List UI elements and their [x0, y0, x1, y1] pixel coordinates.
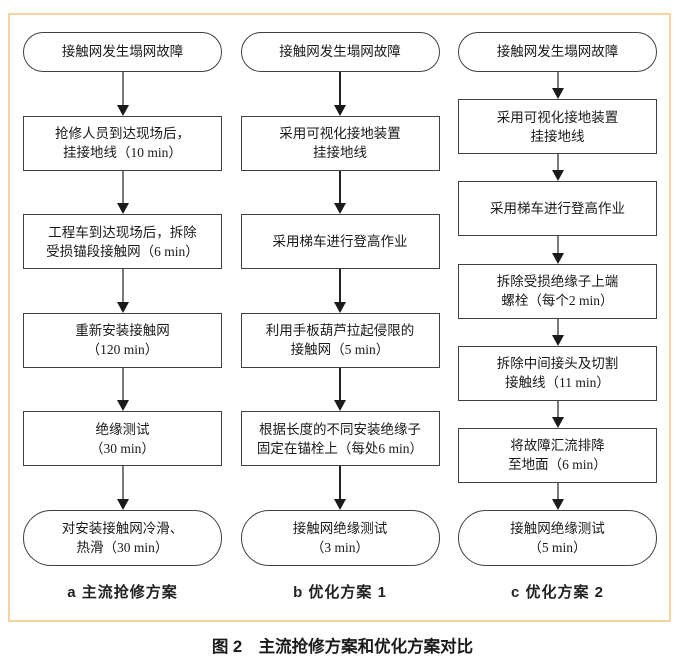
- arrow-down-icon: [458, 400, 657, 428]
- flow-a: 接触网发生塌网故障 抢修人员到达现场后， 挂接地线（10 min） 工程车到达现…: [23, 32, 222, 566]
- col-c-node-start: 接触网发生塌网故障: [458, 32, 657, 72]
- col-b-node-1: 采用可视化接地装置 挂接地线: [240, 115, 440, 171]
- arrow-down-icon: [241, 367, 440, 412]
- col-c-node-5: 将故障汇流排降 至地面（6 min）: [458, 427, 657, 483]
- col-a-node-4: 绝缘测试 （30 min）: [23, 411, 222, 467]
- col-a-node-3: 重新安装接触网 （120 min）: [23, 312, 222, 368]
- col-c-node-3: 拆除受损绝缘子上端 螺栓（每个2 min）: [458, 263, 657, 319]
- arrow-down-icon: [458, 236, 657, 264]
- flow-c: 接触网发生塌网故障 采用可视化接地装置 挂接地线 采用梯车进行登高作业 拆除受损…: [458, 32, 657, 567]
- col-c-node-2: 采用梯车进行登高作业: [458, 181, 657, 237]
- figure-caption: 图 2 主流抢修方案和优化方案对比: [211, 638, 474, 656]
- arrow-down-icon: [23, 367, 222, 412]
- arrow-down-icon: [23, 72, 222, 116]
- arrow-down-icon: [241, 72, 440, 116]
- column-a-label: a 主流抢修方案: [67, 584, 178, 601]
- col-b-node-4: 根据长度的不同安装绝缘子 固定在锚栓上（每处6 min）: [240, 411, 440, 467]
- figure-frame: 接触网发生塌网故障 抢修人员到达现场后， 挂接地线（10 min） 工程车到达现…: [8, 13, 671, 622]
- col-a-node-start: 接触网发生塌网故障: [23, 32, 222, 72]
- arrow-down-icon: [458, 154, 657, 182]
- arrow-down-icon: [458, 318, 657, 346]
- col-a-node-2: 工程车到达现场后，拆除 受损锚段接触网（6 min）: [23, 214, 222, 270]
- arrow-down-icon: [241, 269, 440, 313]
- col-b-node-2: 采用梯车进行登高作业: [240, 214, 440, 270]
- col-a-node-1: 抢修人员到达现场后， 挂接地线（10 min）: [23, 115, 222, 171]
- col-a-node-end: 对安装接触网冷滑、 热滑（30 min）: [23, 509, 222, 566]
- arrow-down-icon: [458, 72, 657, 100]
- arrow-down-icon: [458, 482, 657, 511]
- column-a: 接触网发生塌网故障 抢修人员到达现场后， 挂接地线（10 min） 工程车到达现…: [23, 32, 222, 620]
- arrow-down-icon: [241, 170, 440, 215]
- arrow-down-icon: [23, 170, 222, 215]
- col-b-node-start: 接触网发生塌网故障: [240, 32, 440, 72]
- column-c: 接触网发生塌网故障 采用可视化接地装置 挂接地线 采用梯车进行登高作业 拆除受损…: [458, 32, 657, 620]
- arrow-down-icon: [23, 269, 222, 313]
- column-c-label: c 优化方案 2: [510, 584, 605, 601]
- flow-b: 接触网发生塌网故障 采用可视化接地装置 挂接地线 采用梯车进行登高作业 利用手板…: [240, 32, 440, 566]
- arrow-down-icon: [23, 466, 222, 510]
- arrow-down-icon: [241, 466, 440, 510]
- col-b-node-end: 接触网绝缘测试 （3 min）: [240, 509, 440, 566]
- col-b-node-3: 利用手板葫芦拉起侵限的 接触网（5 min）: [240, 312, 440, 368]
- col-c-node-4: 拆除中间接头及切割 接触线（11 min）: [458, 345, 657, 401]
- column-b: 接触网发生塌网故障 采用可视化接地装置 挂接地线 采用梯车进行登高作业 利用手板…: [240, 32, 440, 620]
- col-c-node-end: 接触网绝缘测试 （5 min）: [458, 510, 657, 567]
- column-b-label: b 优化方案 1: [293, 584, 387, 601]
- col-c-node-1: 采用可视化接地装置 挂接地线: [458, 99, 657, 155]
